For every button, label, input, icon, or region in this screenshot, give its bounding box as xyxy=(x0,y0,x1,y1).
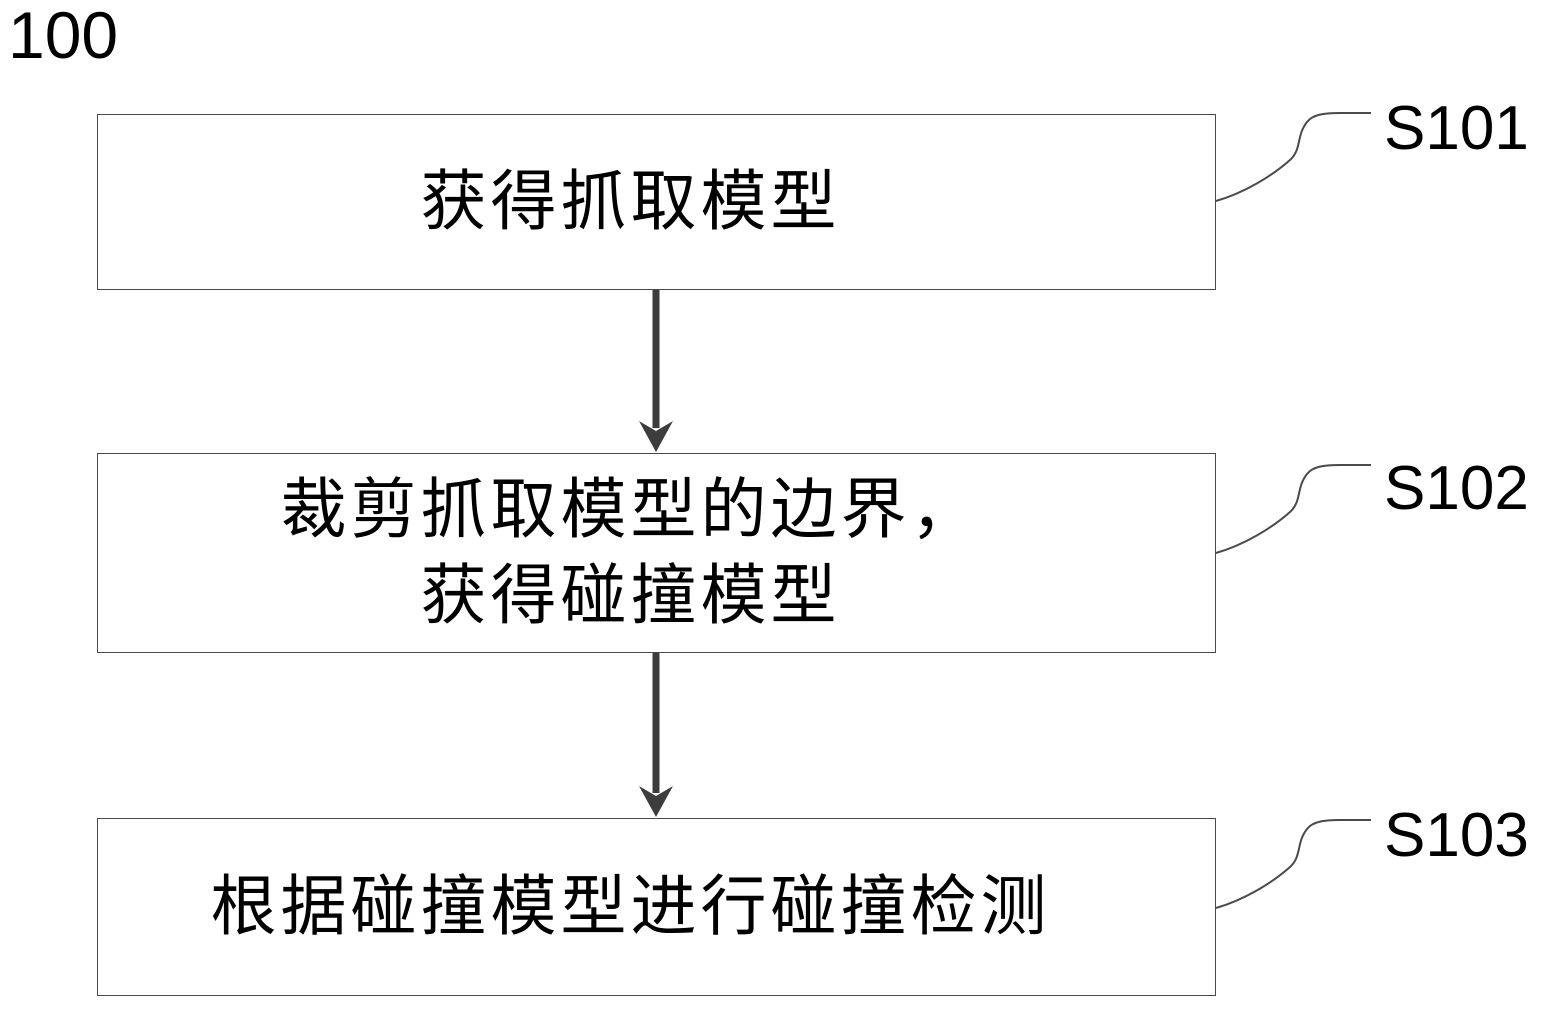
step-label-s101: S101 xyxy=(1384,94,1529,163)
step-s101-text: 获得抓取模型 xyxy=(420,163,841,240)
step-s102-text-line-1: 裁剪抓取模型的边界， xyxy=(280,471,981,548)
step-label-s103: S103 xyxy=(1384,801,1529,870)
flow-step-box-s101: 获得抓取模型 xyxy=(97,114,1216,290)
reference-connector-s102 xyxy=(1215,464,1371,554)
arrow-down-step2-to-step3 xyxy=(639,653,673,817)
reference-connector-s101 xyxy=(1215,112,1371,202)
arrow-down-step1-to-step2 xyxy=(639,290,673,452)
flow-step-box-s103: 根据碰撞模型进行碰撞检测 xyxy=(97,818,1216,996)
reference-connector-s103 xyxy=(1215,819,1371,909)
step-s103-text: 根据碰撞模型进行碰撞检测 xyxy=(210,868,1051,945)
step-label-s102: S102 xyxy=(1384,454,1529,523)
flow-step-box-s102: 裁剪抓取模型的边界， 获得碰撞模型 xyxy=(97,453,1216,653)
figure-reference-number: 100 xyxy=(8,0,119,72)
step-s102-text-line-2: 获得碰撞模型 xyxy=(420,557,841,634)
